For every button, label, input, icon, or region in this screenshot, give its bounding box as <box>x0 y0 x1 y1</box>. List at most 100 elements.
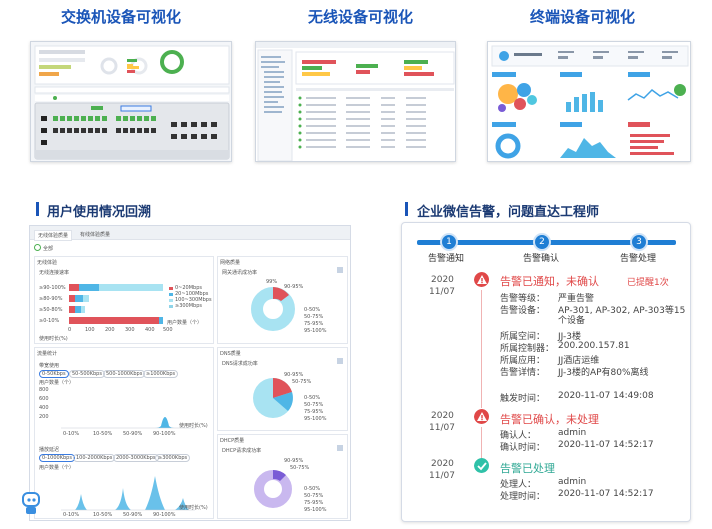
roaming-bar <box>69 306 75 313</box>
roaming-bar <box>83 295 89 302</box>
dhcp-slice-label: 90-95% <box>284 458 304 464</box>
dns-legend-item: 0-50% <box>304 395 321 401</box>
latency-area <box>61 476 189 510</box>
field-value: 2020-11-07 14:52:17 <box>558 440 654 450</box>
dns-panel-title: DNS质量 <box>220 351 241 357</box>
event-title-handled: 告警已处理 <box>500 462 555 475</box>
field-value: 2020-11-07 14:52:17 <box>558 489 654 499</box>
field-key: 所属控制器： <box>500 344 555 354</box>
field-key: 告警设备： <box>500 306 546 316</box>
dhcp-legend-item: 0-50% <box>304 486 321 492</box>
switch-thumbnail[interactable] <box>30 41 232 162</box>
dns-legend-item: 75-95% <box>304 409 324 415</box>
field-value: AP-301, AP-302, AP-303等15 <box>558 306 686 316</box>
dns-pie-slice <box>273 378 292 398</box>
roaming-x-tick: 400 <box>145 327 155 333</box>
wechat-alert-panel: 1 2 3 告警通知 告警确认 告警处理 2020 11/07 告警已通知，未确… <box>401 222 691 522</box>
roaming-legend-item: 20~100Mbps <box>175 291 209 297</box>
export-icon[interactable] <box>337 267 343 273</box>
roaming-bar <box>159 317 163 324</box>
field-key: 触发时间： <box>500 394 546 404</box>
latency-chip[interactable]: 0-1000Kbps <box>39 454 75 462</box>
flow-panel-title: 流量统计 <box>37 351 58 357</box>
network-quality-panel: 网络质量 网关通讯成功率 90-95% 99% 0-50% 50-75% 75-… <box>217 256 348 344</box>
field-key: 告警详情： <box>500 368 546 378</box>
flow-y-tick: 400 <box>39 405 49 411</box>
title-switch-visualization: 交换机设备可视化 <box>61 8 182 26</box>
terminal-thumbnail[interactable] <box>487 41 691 162</box>
field-value: JJ-3楼 <box>558 332 581 342</box>
event-line <box>481 427 482 461</box>
roaming-bar <box>81 306 85 313</box>
export-icon[interactable] <box>337 358 343 364</box>
export-icon[interactable] <box>337 445 343 451</box>
bandwidth-chip[interactable]: ≥1000Kbps <box>143 370 179 378</box>
field-key: 确认时间： <box>500 443 546 453</box>
wireless-thumbnail-graphic <box>256 42 455 161</box>
network-legend-item: 0-50% <box>304 307 321 313</box>
tab-wired-quality[interactable]: 有线体验质量 <box>80 232 111 238</box>
roaming-row-label: ≥80-90% <box>39 296 63 302</box>
dhcp-pie-chart <box>254 469 292 508</box>
tab-wireless-quality[interactable]: 无线体验质量 <box>34 230 73 241</box>
dhcp-legend-item: 75-95% <box>304 500 324 506</box>
roaming-x-tick: 100 <box>85 327 95 333</box>
wireless-thumbnail[interactable] <box>255 41 456 162</box>
flow-y-unit: 用户数量（个） <box>39 380 75 386</box>
field-key: 告警等级： <box>500 294 546 304</box>
field-value: admin <box>558 477 587 487</box>
usage-section-title: 用户使用情况回溯 <box>47 205 152 220</box>
latency-chip[interactable]: 2000-3000Kbps <box>113 454 159 462</box>
network-panel-title: 网络质量 <box>220 260 241 266</box>
step-dot: 3 <box>630 233 648 251</box>
terminal-thumbnail-graphic <box>488 42 690 161</box>
robot-mascot-icon[interactable] <box>20 490 42 516</box>
roaming-legend-item: 0~20Mbps <box>175 285 202 291</box>
step-label-notify: 告警通知 <box>428 254 465 264</box>
network-legend-item: 75-95% <box>304 321 324 327</box>
event-title-notified: 告警已通知，未确认 <box>500 275 599 288</box>
bandwidth-chip[interactable]: 0-50Kbps <box>39 370 69 378</box>
reminder-badge: 已提醒1次 <box>627 278 669 288</box>
step-dot: 1 <box>440 233 458 251</box>
roaming-legend-item: ≥300Mbps <box>175 303 202 309</box>
step-label-confirm: 告警确认 <box>523 254 560 264</box>
roaming-row-label: ≥50-80% <box>39 307 63 313</box>
roaming-panel: 无线体验 无线连接速率 ≥90-100% ≥80-90% ≥50-80% ≥0-… <box>34 256 214 344</box>
latency-chip[interactable]: 100-2000Kbps <box>73 454 116 462</box>
network-pie-slice <box>273 287 289 301</box>
dhcp-pie-ring <box>254 470 292 508</box>
dhcp-legend-item: 50-75% <box>304 493 324 499</box>
flow-panel: 流量统计 带宽使用 0-50Kbps 50-500Kbps 500-1000Kb… <box>34 347 214 519</box>
wechat-section-title: 企业微信告警，问题直达工程师 <box>417 205 600 220</box>
roaming-footer: 使用时长(%) <box>39 336 68 342</box>
roaming-x-tick: 500 <box>163 327 173 333</box>
bandwidth-area <box>61 417 185 428</box>
dns-pie-slice <box>273 392 293 411</box>
roaming-legend-item: 100~300Mbps <box>175 297 212 303</box>
field-value: 2020-11-07 14:49:08 <box>558 391 654 401</box>
event-title-confirmed: 告警已确认，未处理 <box>500 413 599 426</box>
roaming-bar <box>99 284 163 291</box>
roaming-row-label: ≥0-10% <box>39 318 60 324</box>
roaming-panel-title: 无线体验 <box>37 260 58 266</box>
network-legend-item: 95-100% <box>304 328 327 334</box>
title-terminal-visualization: 终端设备可视化 <box>530 8 636 26</box>
flow-x-tick-2: 50-90% <box>123 512 143 518</box>
field-value: JJ酒店运维 <box>558 356 600 366</box>
dns-legend-item: 95-100% <box>304 416 327 422</box>
flow-y-unit-2: 用户数量（个） <box>39 465 75 471</box>
flow-x-unit: 使用时长(%) <box>179 423 208 429</box>
field-key: 所属空间： <box>500 332 546 342</box>
event-date: 11/07 <box>429 423 455 433</box>
dhcp-panel-subtitle: DHCP请求成功率 <box>222 448 262 454</box>
filter-toggle-icon[interactable] <box>34 244 41 251</box>
filter-label[interactable]: 全部 <box>43 246 54 252</box>
event-year: 2020 <box>431 459 454 469</box>
dns-slice-label: 90-95% <box>284 372 304 378</box>
event-year: 2020 <box>431 275 454 285</box>
latency-chip[interactable]: ≥3000Kbps <box>155 454 191 462</box>
roaming-row-label: ≥90-100% <box>39 285 66 291</box>
roaming-bar <box>69 295 75 302</box>
roaming-x-tick: 200 <box>105 327 115 333</box>
